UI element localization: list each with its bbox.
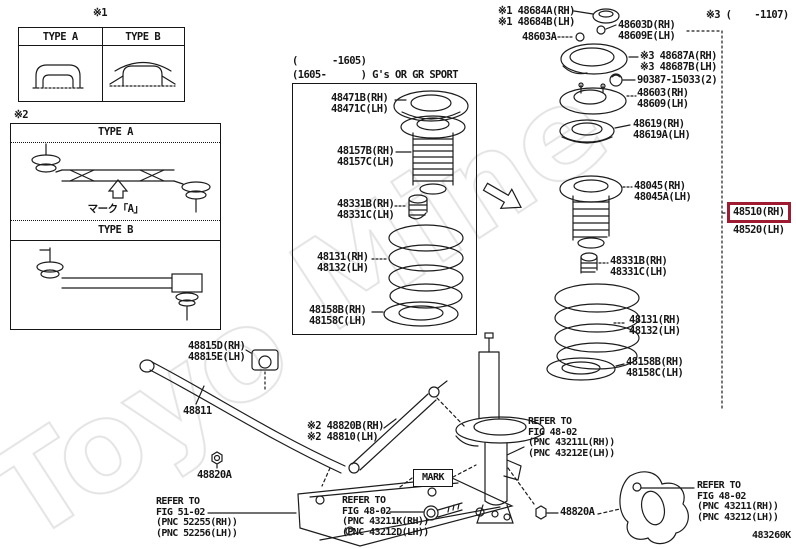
spring-upper-insulator-48045-drawing [559, 175, 633, 249]
table-divider [101, 28, 103, 101]
direction-arrow [482, 182, 522, 209]
cap-48684-drawing [573, 8, 620, 24]
part-label-48157: 48157B(RH)48157C(LH) [337, 145, 395, 168]
variant-parts-box [292, 83, 477, 335]
part-label-48815: 48815D(RH)48815E(LH) [188, 340, 246, 363]
dust-cover-48687-drawing [560, 43, 639, 75]
bearing-48619-drawing [559, 119, 631, 144]
part-label-48687: ※3 48687A(RH)※3 48687B(LH) [640, 50, 717, 73]
part-label-48603a: 48603A [522, 31, 557, 43]
nut-48603d-drawing [596, 24, 617, 35]
part-label-48684: ※1 48684A(RH)※1 48684B(LH) [498, 5, 575, 28]
note1-label: ※1 [93, 7, 108, 19]
part-label-48471: 48471B(RH)48471C(LH) [331, 92, 389, 115]
part-label-48331-box: 48331B(RH)48331C(LH) [337, 198, 395, 221]
stabilizer-link-type-box: TYPE A マーク「A」 TYPE B [10, 123, 221, 330]
part-label-48820a-right: 48820A [560, 506, 595, 518]
note3-label: ※3 ( -1107) [706, 9, 789, 21]
assembly-bracket-dotted [686, 30, 728, 409]
mark-box: MARK [413, 469, 453, 487]
nut-48603a-drawing [557, 32, 585, 42]
part-label-48158-right: 48158B(RH)48158C(LH) [626, 356, 684, 379]
dotted-separator [11, 220, 220, 221]
type-variant-table: TYPE A TYPE B [18, 27, 185, 102]
part-label-48158-box: 48158B(RH)48158C(LH) [309, 304, 367, 327]
part-label-48131-right: 48131(RH)48132(LH) [629, 314, 681, 337]
type-a-header: TYPE A [42, 31, 78, 43]
highlighted-part-48510[interactable]: 48510(RH) [727, 202, 791, 223]
link-type-b-header: TYPE B [98, 224, 133, 236]
dotted-separator [11, 142, 220, 143]
link-type-a-header: TYPE A [98, 126, 133, 138]
part-label-48820a-left: 48820A [197, 469, 232, 481]
part-label-48619: 48619(RH)48619A(LH) [633, 118, 691, 141]
part-label-48045: 48045(RH)48045A(LH) [634, 180, 692, 203]
table-header-rule [19, 45, 184, 46]
part-label-48820b: ※2 48820B(RH)※2 48810(LH) [307, 420, 384, 443]
solid-separator [11, 240, 220, 241]
part-label-48811: 48811 [183, 405, 212, 417]
bump-stopper-48331-right-drawing [580, 252, 609, 274]
bush-90387-drawing [609, 73, 636, 87]
part-label-48520: 48520(LH) [733, 224, 785, 236]
part-label-90387: 90387-15033(2) [637, 74, 718, 86]
nut-48820a-left-drawing [211, 451, 223, 469]
support-48603-drawing [559, 82, 637, 115]
stabilizer-bushing-48815-drawing [245, 349, 279, 391]
variant-caption: ( -1605)(1605- ) G's OR GR SPORT [292, 55, 459, 81]
part-label-48603: 48603(RH)48609(LH) [637, 87, 689, 110]
type-b-header: TYPE B [125, 31, 161, 43]
part-label-48131-box: 48131(RH)48132(LH) [317, 251, 369, 274]
note2-label: ※2 [14, 109, 29, 121]
nut-48820a-right-drawing [535, 505, 559, 520]
part-label-48331-right: 48331B(RH)48331C(LH) [610, 255, 668, 278]
spring-lower-insulator-48158-right-drawing [546, 357, 625, 381]
diagram-code: 483260K [752, 530, 791, 541]
mark-a-label: マーク「A」 [87, 203, 144, 215]
part-label-48603d: 48603D(RH)48609E(LH) [618, 19, 676, 42]
steering-knuckle-drawing [506, 446, 695, 545]
stabilizer-bar-drawing [139, 359, 346, 474]
